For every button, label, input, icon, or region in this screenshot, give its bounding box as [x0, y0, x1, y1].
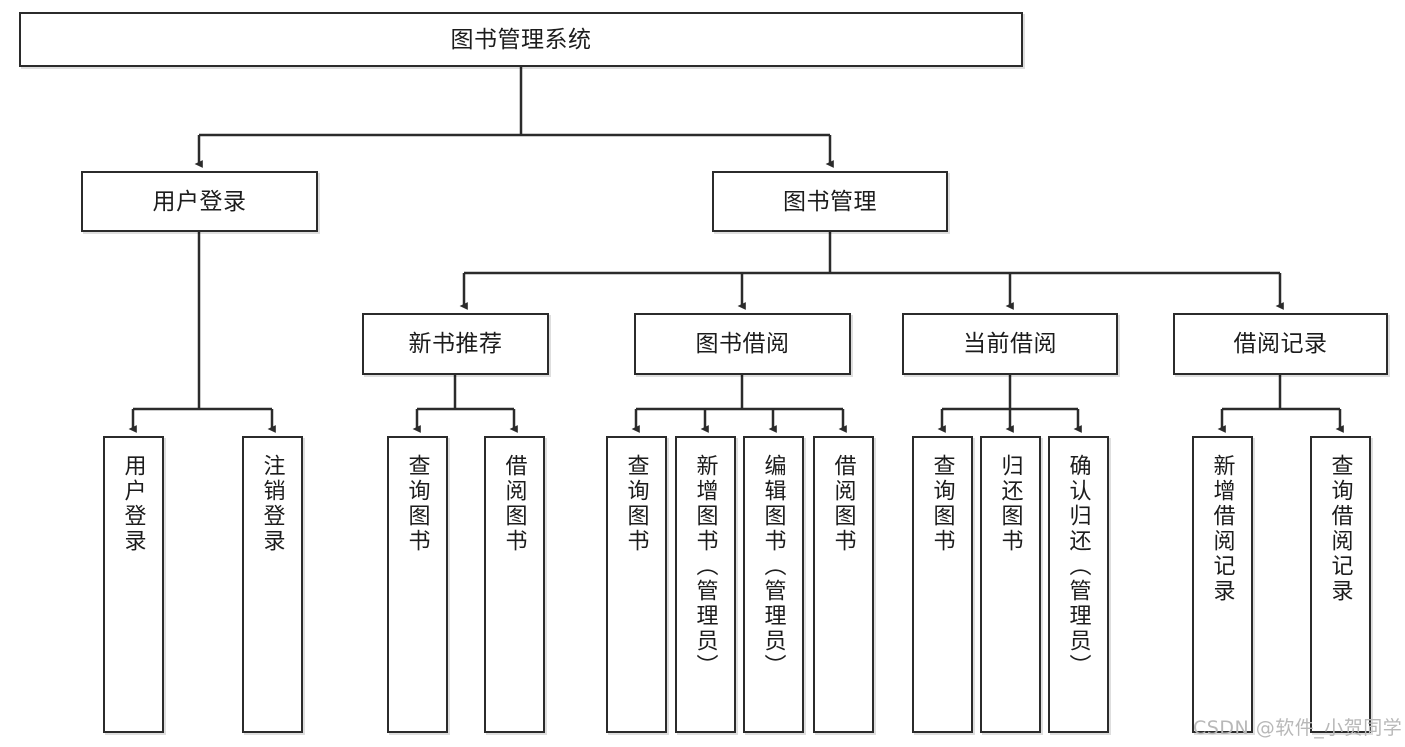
node-new-book-recommendation-label: 新书推荐: [408, 330, 503, 357]
leaf-add-borrow-record-label: 新增借阅记录: [1210, 454, 1236, 604]
leaf-confirm-return-admin[interactable]: 确认归还（管理员）: [1048, 436, 1109, 733]
leaf-add-book-admin[interactable]: 新增图书（管理员）: [675, 436, 736, 733]
node-book-management-label: 图书管理: [783, 187, 877, 214]
csdn-watermark: CSDN @软件_小贺同学: [1193, 717, 1403, 739]
leaf-edit-book-admin[interactable]: 编辑图书（管理员）: [743, 436, 804, 733]
node-borrow-record-label: 借阅记录: [1233, 330, 1328, 357]
leaf-query-book-current[interactable]: 查询图书: [912, 436, 973, 733]
leaf-query-book-label: 查询图书: [624, 454, 650, 554]
node-book-borrow[interactable]: 图书借阅: [634, 313, 851, 375]
node-borrow-record[interactable]: 借阅记录: [1173, 313, 1388, 375]
node-root-label: 图书管理系统: [450, 25, 592, 52]
node-user-login-label: 用户登录: [152, 187, 247, 214]
leaf-confirm-return-admin-label: 确认归还（管理员）: [1066, 454, 1092, 679]
leaf-add-borrow-record[interactable]: 新增借阅记录: [1192, 436, 1253, 733]
leaf-logout[interactable]: 注销登录: [242, 436, 303, 733]
leaf-edit-book-admin-label: 编辑图书（管理员）: [761, 454, 787, 679]
node-current-borrow[interactable]: 当前借阅: [902, 313, 1118, 375]
leaf-return-book-label: 归还图书: [998, 454, 1024, 554]
leaf-borrow-book-recommendation[interactable]: 借阅图书: [484, 436, 545, 733]
leaf-query-borrow-record-label: 查询借阅记录: [1328, 454, 1354, 604]
leaf-query-book-current-label: 查询图书: [930, 454, 956, 554]
leaf-borrow-book-label: 借阅图书: [831, 454, 857, 554]
leaf-borrow-book-recommendation-label: 借阅图书: [502, 454, 528, 554]
leaf-query-book-recommendation-label: 查询图书: [405, 454, 431, 554]
leaf-add-book-admin-label: 新增图书（管理员）: [693, 454, 719, 679]
node-root[interactable]: 图书管理系统: [19, 12, 1023, 67]
leaf-return-book[interactable]: 归还图书: [980, 436, 1041, 733]
leaf-borrow-book[interactable]: 借阅图书: [813, 436, 874, 733]
node-book-management[interactable]: 图书管理: [712, 171, 948, 232]
node-book-borrow-label: 图书借阅: [695, 330, 790, 357]
leaf-query-book[interactable]: 查询图书: [606, 436, 667, 733]
node-user-login[interactable]: 用户登录: [81, 171, 318, 232]
leaf-logout-label: 注销登录: [260, 454, 286, 554]
leaf-query-borrow-record[interactable]: 查询借阅记录: [1310, 436, 1371, 733]
node-current-borrow-label: 当前借阅: [963, 330, 1057, 357]
leaf-user-login[interactable]: 用户登录: [103, 436, 164, 733]
leaf-query-book-recommendation[interactable]: 查询图书: [387, 436, 448, 733]
node-new-book-recommendation[interactable]: 新书推荐: [362, 313, 549, 375]
leaf-user-login-label: 用户登录: [121, 454, 147, 554]
